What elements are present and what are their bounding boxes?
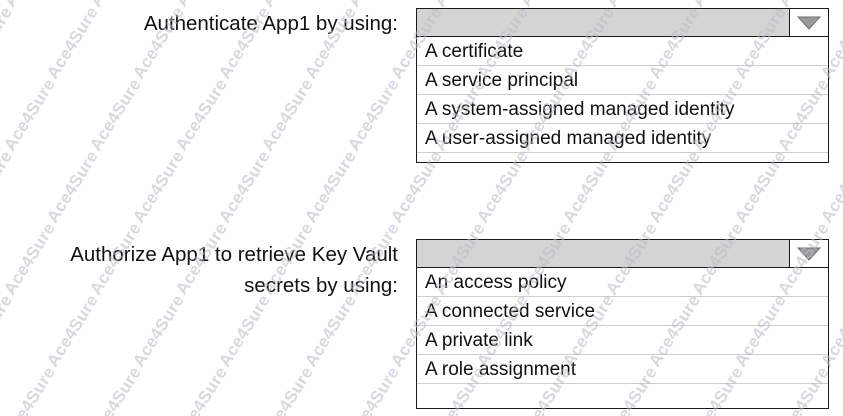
dropdown-1-option[interactable]: A system-assigned managed identity xyxy=(417,95,828,124)
dropdown-2-option-list[interactable]: An access policy A connected service A p… xyxy=(416,268,829,409)
dropdown-1-header[interactable] xyxy=(416,8,829,37)
dropdown-1-option-list[interactable]: A certificate A service principal A syst… xyxy=(416,37,829,163)
dropdown-2-option[interactable]: A role assignment xyxy=(417,355,828,384)
dropdown-2-header[interactable] xyxy=(416,239,829,268)
dropdown-1-option[interactable]: A certificate xyxy=(417,37,828,66)
chevron-down-icon xyxy=(797,247,821,261)
dropdown-2-selected-value[interactable] xyxy=(417,240,790,267)
dropdown-2-option[interactable]: An access policy xyxy=(417,268,828,297)
dropdown-1-option[interactable]: A user-assigned managed identity xyxy=(417,124,828,153)
chevron-down-icon xyxy=(797,16,821,30)
question-label-2: Authorize App1 to retrieve Key Vault sec… xyxy=(70,243,398,297)
dropdown-1-option[interactable]: A service principal xyxy=(417,66,828,95)
dropdown-1-selected-value[interactable] xyxy=(417,9,790,36)
dropdown-1[interactable]: A certificate A service principal A syst… xyxy=(416,8,829,163)
dropdown-2-option[interactable]: A connected service xyxy=(417,297,828,326)
dropdown-1-toggle-button[interactable] xyxy=(790,9,828,36)
dropdown-2-toggle-button[interactable] xyxy=(790,240,828,267)
dropdown-2-option[interactable]: A private link xyxy=(417,326,828,355)
dropdown-2[interactable]: An access policy A connected service A p… xyxy=(416,239,829,409)
question-row-2: Authorize App1 to retrieve Key Vault sec… xyxy=(0,239,843,409)
question-row-1: Authenticate App1 by using: A certificat… xyxy=(0,8,843,163)
question-label-1: Authenticate App1 by using: xyxy=(143,12,398,35)
